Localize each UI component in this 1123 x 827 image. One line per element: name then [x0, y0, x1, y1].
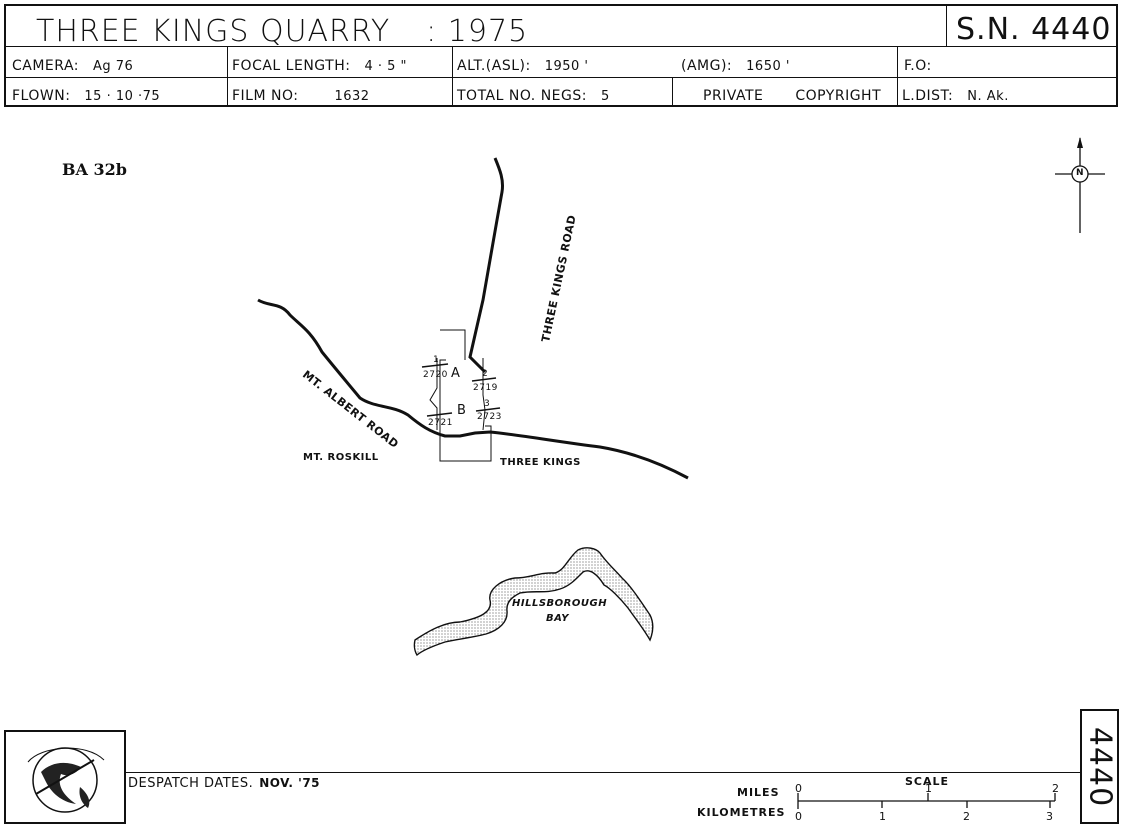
scale-tick-label: 1	[925, 782, 932, 795]
scale-miles-label: MILES	[737, 786, 780, 799]
company-logo	[4, 730, 126, 824]
frame-marks	[421, 363, 501, 417]
fo-field: F.O:	[904, 58, 932, 74]
footer-block	[4, 772, 1080, 825]
serial-number: S.N. 4440	[956, 12, 1112, 47]
local-district-field: L.DIST:N. Ak.	[902, 88, 1009, 104]
place-mt-roskill: MT. ROSKILL	[303, 452, 379, 463]
map-title: THREE KINGS QUARRY: 1975	[36, 14, 529, 49]
amg-field: (AMG):1650 '	[681, 58, 790, 74]
sheet-reference: BA 32b	[62, 160, 127, 179]
hillsborough-bay-shoreline	[413, 547, 654, 657]
scale-tick-label: 1	[879, 810, 886, 823]
frame-label: 1	[433, 355, 440, 365]
frame-label: 2720	[423, 370, 448, 380]
camera-field: CAMERA:Ag 76	[12, 58, 134, 74]
frame-label: 2	[482, 369, 489, 379]
frame-label: 2719	[473, 383, 498, 393]
header-block: THREE KINGS QUARRY: 1975 S.N. 4440 CAMER…	[4, 4, 1118, 107]
film-number-field: FILM NO:1632	[232, 88, 370, 104]
place-three-kings: THREE KINGS	[500, 457, 581, 468]
flown-field: FLOWN:15 · 10 ·75	[12, 88, 161, 104]
header-divider	[946, 6, 947, 46]
frame-label: 2723	[477, 412, 502, 422]
frame-label: 3	[484, 399, 491, 409]
serial-number-vertical: 4440	[1080, 709, 1119, 824]
header-divider	[897, 46, 898, 105]
altitude-field: ALT.(ASL):1950 '	[457, 58, 589, 74]
focal-length-field: FOCAL LENGTH:4 · 5 "	[232, 58, 408, 74]
bay-label-line2: BAY	[546, 613, 569, 624]
north-label: N	[1076, 168, 1085, 178]
scale-title: SCALE	[905, 775, 950, 788]
header-divider	[672, 77, 673, 105]
scale-tick-label: 2	[963, 810, 970, 823]
mt-albert-road	[257, 298, 689, 480]
three-kings-road	[468, 157, 504, 374]
header-divider	[6, 46, 1116, 47]
header-divider	[452, 46, 453, 105]
run-label-b: B	[457, 403, 467, 418]
total-negs-field: TOTAL NO. NEGS:5	[457, 88, 610, 104]
frame-label: 2721	[428, 418, 453, 428]
header-divider	[6, 77, 1116, 78]
scale-tick-label: 3	[1046, 810, 1053, 823]
scale-tick-label: 2	[1052, 782, 1059, 795]
north-arrow-icon	[1055, 137, 1105, 233]
scale-km-label: KILOMETRES	[697, 806, 786, 819]
aerial-mapping-logo-icon	[27, 747, 105, 813]
run-label-a: A	[451, 366, 461, 381]
despatch-dates: DESPATCH DATES.NOV. '75	[128, 776, 321, 791]
scale-tick-label: 0	[795, 782, 802, 795]
bay-label-line1: HILLSBOROUGH	[512, 598, 608, 609]
header-divider	[227, 46, 228, 105]
scale-tick-label: 0	[795, 810, 802, 823]
